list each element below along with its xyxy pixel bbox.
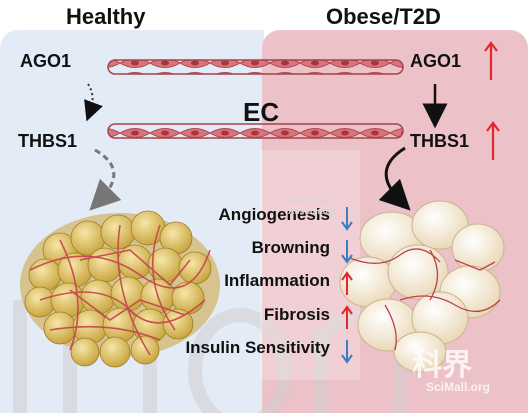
- cn-watermark: 科界: [412, 349, 472, 382]
- effect-up-arrow: [341, 271, 353, 295]
- society-watermark: American Association: [288, 196, 340, 216]
- healthy-title: Healthy: [66, 4, 146, 29]
- vessel-bottom: [107, 123, 404, 139]
- obese-thbs1-label: THBS1: [410, 131, 470, 151]
- obese-adipose-tissue: [339, 200, 505, 373]
- effect-down-arrow: [341, 240, 353, 264]
- effect-browning: Browning: [251, 238, 330, 257]
- effect-down-arrow: [341, 340, 353, 364]
- effect-angiogenesis: Angiogenesis: [218, 205, 330, 224]
- obese-title: Obese/T2D: [326, 4, 441, 29]
- site-watermark: SciMall.org: [426, 380, 491, 394]
- ago1-up-arrow: [484, 41, 498, 80]
- effect-fibrosis: Fibrosis: [263, 305, 330, 324]
- healthy-thbs1-label: THBS1: [18, 131, 78, 151]
- effect-inflammation: Inflammation: [224, 271, 330, 290]
- effect-down-arrow: [341, 207, 353, 231]
- healthy-ago1-label: AGO1: [20, 51, 72, 71]
- vessel-top: [107, 59, 404, 75]
- effect-insulin-sensitivity: Insulin Sensitivity: [185, 338, 330, 357]
- obese-thbs1-arrow: [378, 146, 411, 211]
- obese-ago1-label: AGO1: [410, 51, 462, 71]
- healthy-thbs1-arrow: [89, 148, 122, 211]
- thbs1-up-arrow: [486, 121, 500, 160]
- healthy-ago1-arrow: [84, 83, 103, 122]
- endothelial-cell-label: EC: [243, 97, 280, 127]
- healthy-adipose-tissue: [20, 210, 220, 368]
- effect-arrows: [341, 207, 353, 364]
- effect-up-arrow: [341, 305, 353, 329]
